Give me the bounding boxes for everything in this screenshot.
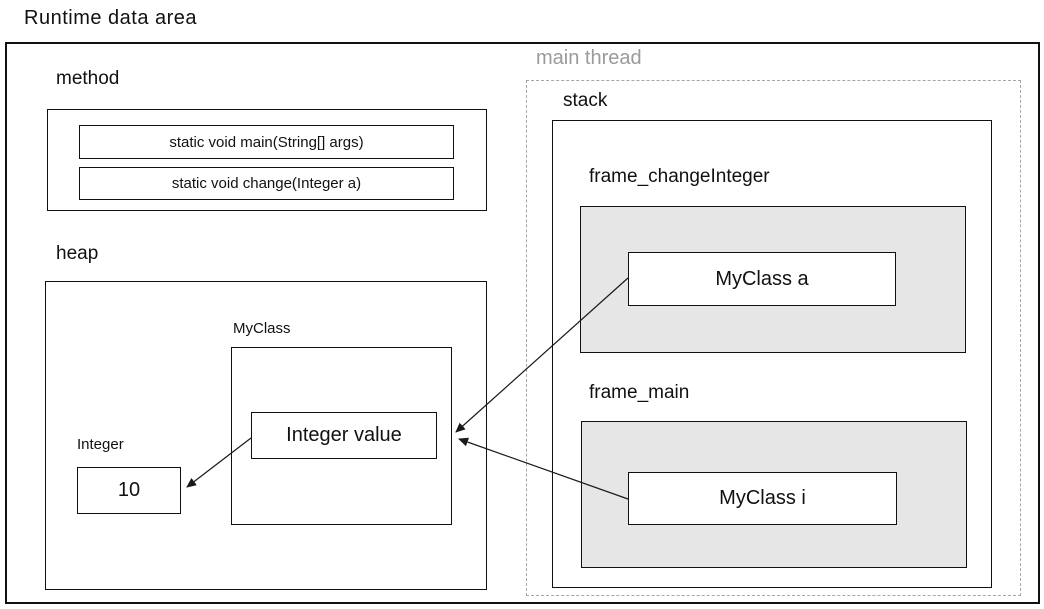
stack-label: stack	[563, 90, 608, 111]
variable-myclass-i-box: MyClass i	[628, 472, 897, 525]
frame-main-label: frame_main	[589, 382, 690, 403]
runtime-data-area-box	[5, 42, 1040, 604]
method-entry-change: static void change(Integer a)	[79, 167, 454, 200]
diagram-title: Runtime data area	[24, 7, 198, 29]
method-entry-main: static void main(String[] args)	[79, 125, 454, 159]
heap-label: heap	[56, 243, 99, 264]
integer-object-label: Integer	[77, 436, 124, 453]
main-thread-label: main thread	[536, 47, 642, 69]
frame-changeinteger-label: frame_changeInteger	[589, 166, 770, 187]
method-area-label: method	[56, 68, 120, 89]
myclass-object-label: MyClass	[233, 320, 291, 337]
integer-value-field-box: Integer value	[251, 412, 437, 459]
variable-myclass-a-box: MyClass a	[628, 252, 896, 306]
integer-object-box: 10	[77, 467, 181, 514]
